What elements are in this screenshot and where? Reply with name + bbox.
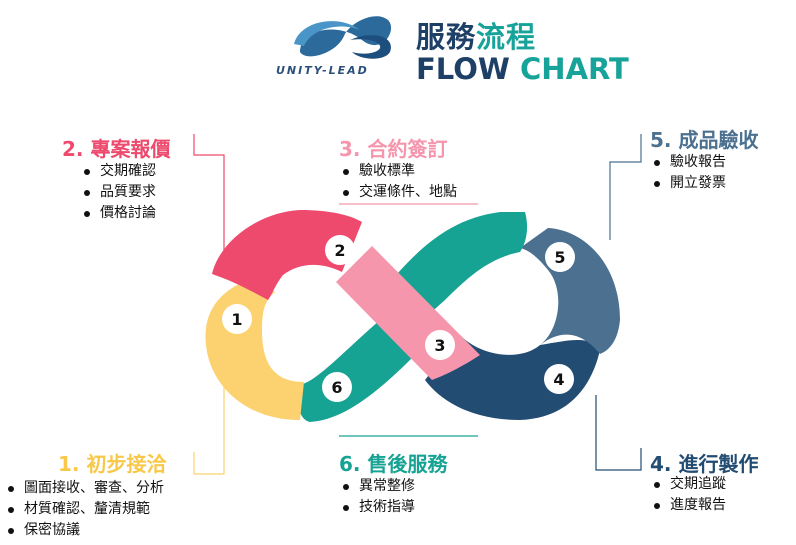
badge-5: 5 [554,248,565,267]
list-item: 交期追蹤 [650,474,726,495]
step-3-title: 3. 合約簽訂 [339,137,448,161]
title-en-part1: FLOW [416,52,510,86]
step-1-title: 1. 初步接洽 [58,452,167,476]
segment-2 [212,210,362,300]
badge-3: 3 [434,336,445,355]
list-item: 驗收報告 [650,152,726,173]
segment-1 [205,280,304,420]
list-item: 異常整修 [339,476,415,497]
badge-6: 6 [331,378,342,397]
badge-1: 1 [231,310,242,329]
step-6-list: 異常整修 技術指導 [339,476,415,518]
badge-4: 4 [553,370,564,389]
list-item: 進度報告 [650,495,726,516]
list-item: 價格討論 [80,203,156,224]
badge-2: 2 [334,241,345,260]
page-title-en: FLOW CHART [416,52,629,86]
list-item: 交運條件、地點 [339,182,457,203]
list-item: 開立發票 [650,173,726,194]
leader-lines [193,134,642,475]
step-2-list: 交期確認 品質要求 價格討論 [80,161,156,224]
step-5-list: 驗收報告 開立發票 [650,152,726,194]
list-item: 驗收標準 [339,161,457,182]
step-4-list: 交期追蹤 進度報告 [650,474,726,516]
title-cn-part2: 流程 [476,20,537,54]
brand-name: UNITY-LEAD [276,64,369,77]
step-badges: 1 2 3 4 5 6 [222,235,575,402]
title-en-part2: CHART [520,52,629,86]
step-1-list: 圖面接收、審查、分析 材質確認、釐清規範 保密協議 [4,478,164,541]
list-item: 技術指導 [339,497,415,518]
step-6-title: 6. 售後服務 [339,452,448,476]
unity-lead-logo [294,16,392,59]
segment-5 [520,228,620,354]
list-item: 交期確認 [80,161,156,182]
step-5-title: 5. 成品驗收 [650,128,759,152]
step-2-title: 2. 專案報價 [62,137,171,161]
step-3-list: 驗收標準 交運條件、地點 [339,161,457,203]
list-item: 品質要求 [80,182,156,203]
title-cn-part1: 服務 [416,20,477,54]
page-title-cn: 服務流程 [416,14,536,56]
step-4-title: 4. 進行製作 [650,452,759,476]
list-item: 保密協議 [4,520,164,541]
list-item: 材質確認、釐清規範 [4,499,164,520]
list-item: 圖面接收、審查、分析 [4,478,164,499]
